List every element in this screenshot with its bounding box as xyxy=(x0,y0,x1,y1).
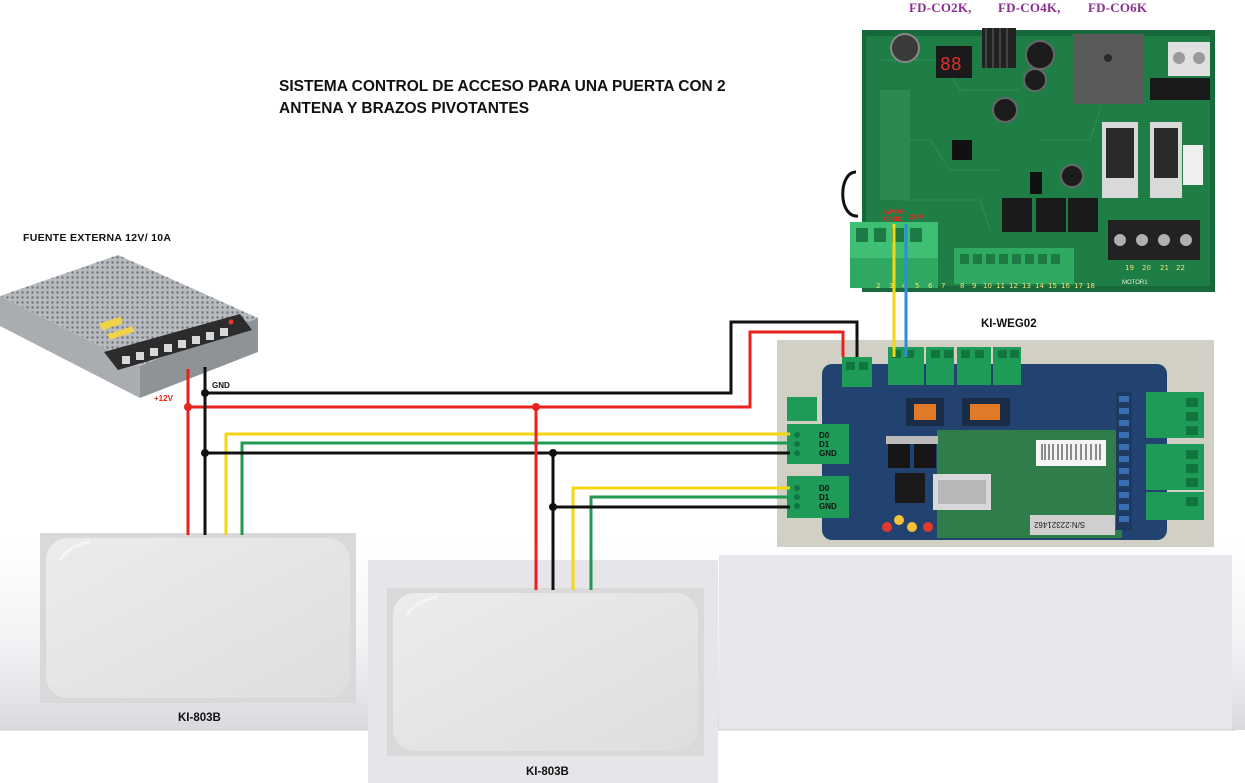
svg-text:17: 17 xyxy=(1074,282,1083,290)
svg-text:14: 14 xyxy=(1035,282,1044,290)
port2-pin-gnd: GND xyxy=(819,502,837,511)
svg-text:13: 13 xyxy=(1022,282,1031,290)
access-board-label: KI-WEG02 xyxy=(981,318,1037,330)
svg-text:22: 22 xyxy=(1176,264,1185,272)
wire-plus12v-bus xyxy=(186,330,845,409)
svg-text:10: 10 xyxy=(983,282,992,290)
svg-text:9: 9 xyxy=(972,282,976,290)
svg-text:2: 2 xyxy=(876,282,880,290)
port1-pins: D0 D1 GND xyxy=(819,431,837,458)
reader-1-image xyxy=(40,533,356,703)
port1-pin-d1: D1 xyxy=(819,440,830,449)
svg-text:15: 15 xyxy=(1048,282,1057,290)
wire-gnd-bus xyxy=(203,320,859,395)
port2-pin-d0: D0 xyxy=(819,484,830,493)
port1-pin-d0: D0 xyxy=(819,431,830,440)
model-label-1: FD-CO2K, xyxy=(909,0,972,15)
svg-text:16: 16 xyxy=(1061,282,1070,290)
swipe-card-label: SWIPE CARD xyxy=(882,209,904,223)
port2-pin-d1: D1 xyxy=(819,493,830,502)
plus12v-label: +12V xyxy=(154,394,173,403)
access-control-board xyxy=(777,340,1214,547)
diagram-title: SISTEMA CONTROL DE ACCESO PARA UNA PUERT… xyxy=(279,76,799,120)
wire-reader1-d0 xyxy=(224,432,790,535)
gate-controller-board: 88 xyxy=(841,28,1215,292)
model-label-2: FD-CO4K, xyxy=(998,0,1061,15)
svg-text:20: 20 xyxy=(1142,264,1151,272)
wire-reader2-d1 xyxy=(589,495,790,590)
power-supply-image xyxy=(0,255,258,398)
svg-text:88: 88 xyxy=(940,54,962,75)
svg-text:11: 11 xyxy=(996,282,1005,290)
motor-label: MOTOR1 xyxy=(1122,280,1148,286)
com-label: COM xyxy=(909,214,925,221)
svg-text:12: 12 xyxy=(1009,282,1018,290)
reader-2-label: KI-803B xyxy=(526,766,569,778)
port2-pins: D0 D1 GND xyxy=(819,484,837,511)
svg-text:8: 8 xyxy=(960,282,964,290)
wires xyxy=(186,224,908,590)
wire-reader1-d1 xyxy=(240,441,790,535)
svg-text:5: 5 xyxy=(915,282,919,290)
wire-reader2-d0 xyxy=(571,486,790,590)
port1-pin-gnd: GND xyxy=(819,449,837,458)
reader-1-label: KI-803B xyxy=(178,712,221,724)
model-label-3: FD-CO6K xyxy=(1088,0,1148,15)
title-line-1: SISTEMA CONTROL DE ACCESO PARA UNA PUERT… xyxy=(279,78,726,95)
svg-text:7: 7 xyxy=(941,282,945,290)
title-line-2: ANTENA Y BRAZOS PIVOTANTES xyxy=(279,100,530,117)
svg-text:3: 3 xyxy=(889,282,893,290)
svg-text:18: 18 xyxy=(1086,282,1095,290)
reader-2-image xyxy=(387,588,704,756)
serial-label: S/N:22321462 xyxy=(1034,520,1086,529)
gnd-label: GND xyxy=(212,381,230,390)
svg-text:19: 19 xyxy=(1125,264,1134,272)
junction-dots xyxy=(184,389,557,511)
svg-text:21: 21 xyxy=(1160,264,1169,272)
svg-text:6: 6 xyxy=(928,282,933,290)
power-supply-label: FUENTE EXTERNA 12V/ 10A xyxy=(23,232,172,244)
